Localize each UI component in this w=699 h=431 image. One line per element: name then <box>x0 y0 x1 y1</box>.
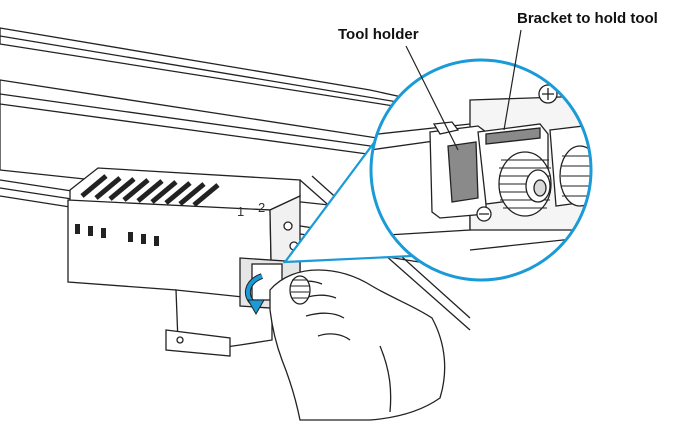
tool-holder-label: Tool holder <box>338 26 419 43</box>
leader-lines <box>405 29 522 151</box>
slot-number-2: 2 <box>258 200 266 215</box>
magnified-view <box>369 58 593 282</box>
slot-number-1: 1 <box>237 204 245 219</box>
hand <box>269 269 446 421</box>
rotation-arrow <box>244 273 265 316</box>
bracket-label: Bracket to hold tool <box>517 10 658 27</box>
tool-holder-leader <box>405 45 459 151</box>
carriage <box>67 167 301 357</box>
bracket-leader <box>503 29 522 131</box>
